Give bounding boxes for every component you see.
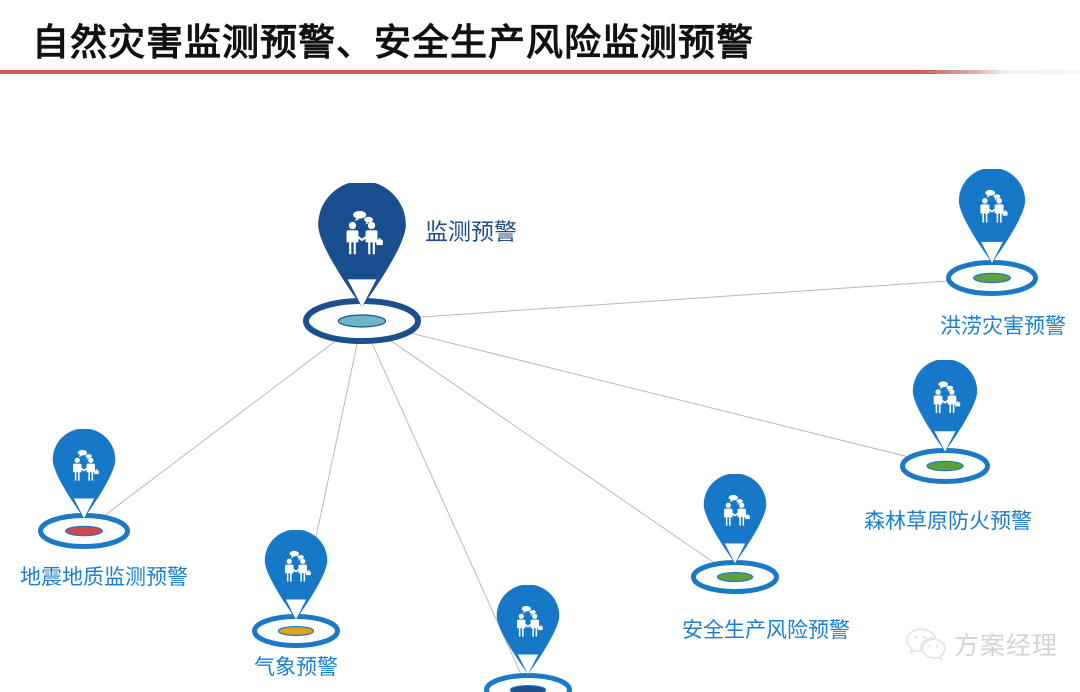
people-handshake-icon <box>980 190 1008 223</box>
connector-layer <box>83 277 993 691</box>
node-forest-grassland-fire-label: 森林草原防火预警 <box>864 509 1032 533</box>
node-flood-label: 洪涝灾害预警 <box>940 314 1066 338</box>
wechat-icon <box>906 628 946 661</box>
center-node-label: 监测预警 <box>425 219 517 246</box>
people-handshake-icon <box>933 381 961 413</box>
node-base-ring <box>484 673 572 692</box>
people-handshake-icon <box>346 210 383 255</box>
people-handshake-icon <box>285 550 311 582</box>
map-pin-marker <box>494 585 562 675</box>
node-meteorological-label: 气象预警 <box>254 655 338 679</box>
map-pin-marker <box>314 183 410 307</box>
node-work-safety-risk-label: 安全生产风险预警 <box>682 618 850 642</box>
map-pin-marker <box>50 429 118 519</box>
node-base-ring <box>252 614 340 648</box>
connector-line <box>361 277 993 322</box>
people-handshake-icon <box>517 605 543 637</box>
map-pin-marker <box>262 530 330 620</box>
page-title: 自然灾害监测预警、安全生产风险监测预警 <box>32 21 754 64</box>
map-pin-marker <box>956 169 1028 263</box>
node-earthquake-geology-label: 地震地质监测预警 <box>20 565 188 589</box>
title-divider <box>0 70 1080 74</box>
map-pin-marker <box>910 360 980 452</box>
connector-line <box>361 320 736 578</box>
people-handshake-icon <box>724 494 750 526</box>
map-pin-marker <box>701 474 769 564</box>
hub-and-spoke-diagram: 洪涝灾害预警森林草原防火预警安全生产风险预警消防物联网防火预警气象预警地震地质监… <box>0 76 1080 692</box>
node-base-ring <box>946 260 1038 296</box>
connector-line <box>83 320 363 532</box>
node-base-ring <box>691 560 779 594</box>
watermark-text: 方案经理 <box>953 631 1058 660</box>
watermark: 方案经理 <box>906 626 1058 662</box>
node-base-ring <box>900 448 990 484</box>
connector-line <box>361 320 946 467</box>
people-handshake-icon <box>73 449 99 481</box>
